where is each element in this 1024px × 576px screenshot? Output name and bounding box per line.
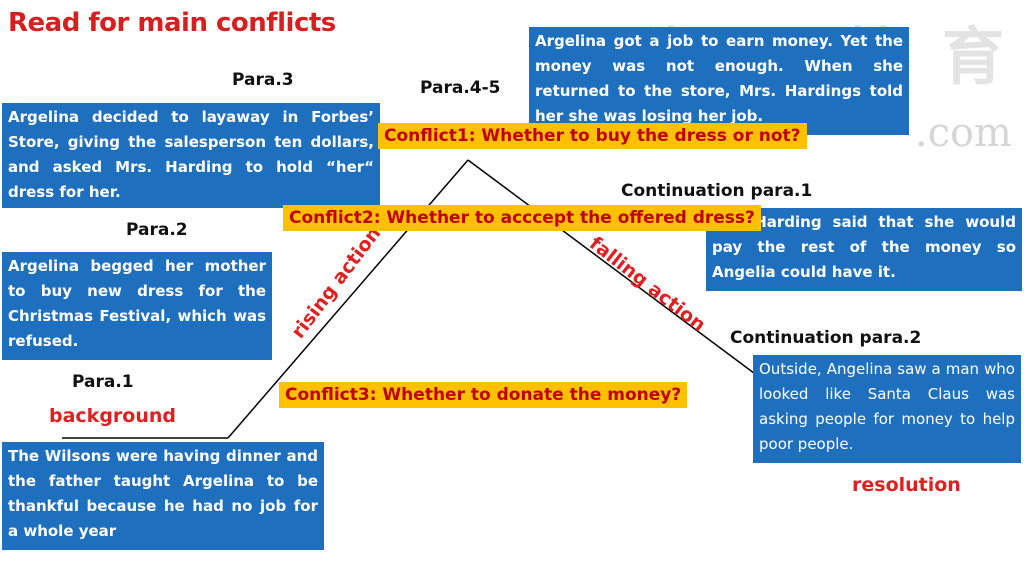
para2-label: Para.2	[126, 220, 188, 240]
watermark-com: .com	[914, 110, 1012, 156]
falling-line	[467, 159, 771, 386]
para3-label: Para.3	[232, 70, 294, 90]
conflict2: Conflict2: Whether to acccept the offere…	[283, 205, 761, 231]
para3-box: Argelina decided to layaway in Forbes’ S…	[2, 103, 380, 208]
para45-label: Para.4-5	[420, 78, 501, 98]
para1-box: The Wilsons were having dinner and the f…	[2, 442, 324, 550]
para1-label: Para.1	[72, 372, 134, 392]
conflict1: Conflict1: Whether to buy the dress or n…	[378, 123, 807, 149]
resolution-label: resolution	[852, 474, 961, 496]
background-label: background	[49, 405, 176, 427]
cont2-label: Continuation para.2	[730, 328, 922, 348]
para2-box: Argelina begged her mother to buy new dr…	[2, 252, 272, 360]
cont2-box: Outside, Angelina saw a man who looked l…	[753, 355, 1021, 463]
page-title: Read for main conflicts	[8, 8, 336, 38]
para45-box: Argelina got a job to earn money. Yet th…	[529, 27, 909, 135]
cont1-label: Continuation para.1	[621, 181, 813, 201]
conflict3: Conflict3: Whether to donate the money?	[279, 382, 688, 408]
